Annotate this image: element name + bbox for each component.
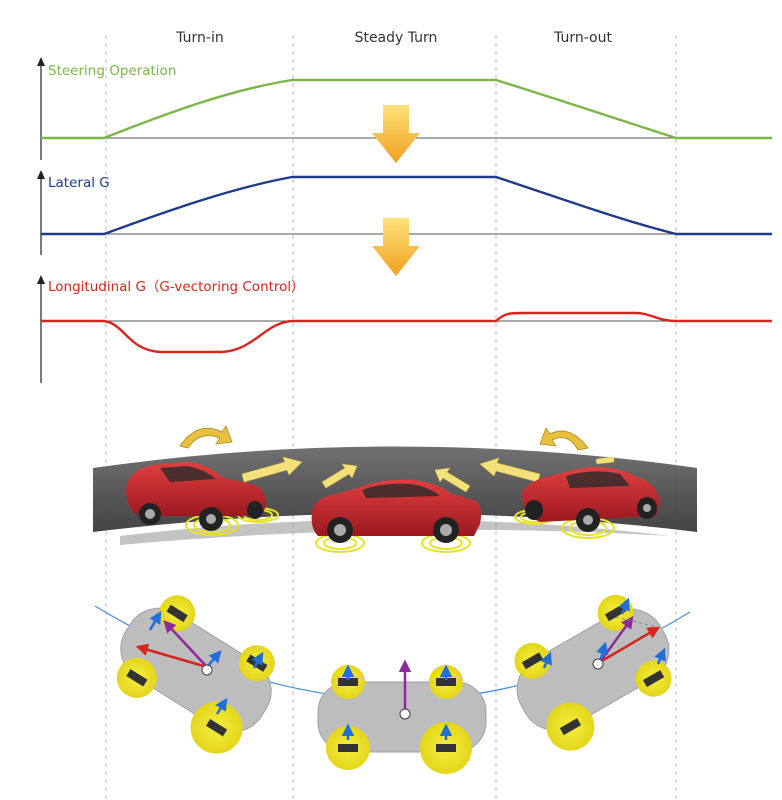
y-axis-arrow-icon (37, 275, 45, 284)
road-arrow-icon (434, 467, 471, 493)
center-of-gravity (201, 664, 213, 676)
down-arrow-icon (372, 105, 420, 163)
road-arrows (241, 456, 615, 493)
phase-label-turn-in: Turn-in (175, 30, 224, 46)
force-vectors (540, 597, 666, 669)
top-view-car-icon (116, 595, 275, 754)
top-view-section (94, 594, 691, 774)
road-scene (93, 425, 697, 553)
lateral-g-label: Lateral G (48, 175, 110, 191)
car-icon (311, 479, 482, 543)
phase-label-steady-turn: Steady Turn (355, 30, 438, 46)
top-view-car-icon (514, 594, 672, 751)
steering-label: Steering Operation (48, 63, 176, 79)
longitudinal-g-label: Longitudinal G（G-vectoring Control） (48, 279, 305, 295)
rotation-arrow-icon (179, 425, 233, 449)
road-arrow-icon (241, 456, 303, 483)
longitudinal-g-graph: Longitudinal G（G-vectoring Control） (37, 275, 772, 383)
road-dash (595, 457, 615, 464)
center-of-gravity (592, 658, 604, 670)
car-icon (126, 462, 267, 531)
lateral-g-curve (41, 175, 772, 236)
y-axis-arrow-icon (37, 170, 45, 179)
force-vectors (341, 659, 453, 740)
steering-curve (41, 78, 772, 140)
center-of-gravity (399, 708, 411, 720)
lateral-g-graph: Lateral G (37, 170, 772, 255)
phase-label-turn-out: Turn-out (553, 30, 612, 46)
car-icon (522, 467, 660, 532)
force-vectors (135, 610, 264, 715)
down-arrow-icon (372, 218, 420, 276)
road-arrow-icon (321, 463, 358, 489)
road-arrow-icon (479, 457, 541, 483)
rotation-arrow-icon (539, 427, 589, 451)
road-shadow (120, 519, 670, 545)
top-view-car-icon (317, 665, 487, 774)
longitudinal-g-curve (41, 311, 772, 354)
y-axis-arrow-icon (37, 57, 45, 66)
vector-dash (615, 616, 658, 628)
